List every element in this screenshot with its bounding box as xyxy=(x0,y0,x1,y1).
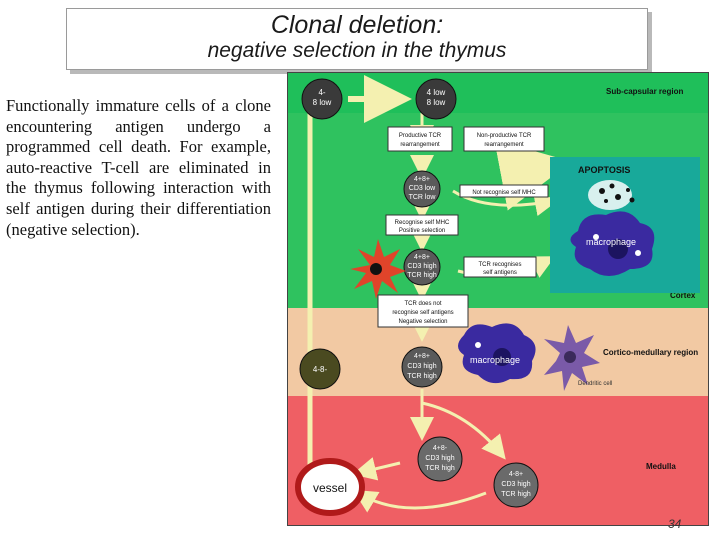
svg-text:TCR low: TCR low xyxy=(409,194,437,201)
dendritic-cell-icon xyxy=(350,239,406,299)
apoptotic-cell-icon xyxy=(588,180,635,210)
svg-text:Positive selection: Positive selection xyxy=(399,228,445,234)
nonproductive-box: Non-productive TCR rearrangement xyxy=(463,126,545,152)
svg-text:recognise self antigens: recognise self antigens xyxy=(392,310,453,316)
cell-dn: 4-8- xyxy=(299,348,341,390)
apoptosis-label: APOPTOSIS xyxy=(578,165,630,175)
svg-text:TCR recognises: TCR recognises xyxy=(478,262,521,268)
cell-4low-8low: 4 low 8 low xyxy=(415,78,457,120)
svg-text:4-: 4- xyxy=(318,88,325,97)
cell-dp-cd3high-2: 4+8+ CD3 high TCR high xyxy=(401,346,443,388)
svg-text:self antigens: self antigens xyxy=(483,270,517,276)
cell-dp-cd3high: 4+8+ CD3 high TCR high xyxy=(403,248,441,286)
productive-box: Productive TCR rearrangement xyxy=(387,126,453,152)
recognise-mhc-box: Recognise self MHC Positive selection xyxy=(385,214,459,236)
svg-text:Negative selection: Negative selection xyxy=(398,319,447,325)
cortex-label: Cortex xyxy=(670,291,696,300)
cell-4minus-8low: 4- 8 low xyxy=(301,78,343,120)
svg-text:4+8+: 4+8+ xyxy=(414,353,430,360)
svg-text:4+8+: 4+8+ xyxy=(414,176,430,183)
not-recognise-box xyxy=(459,184,549,198)
macrophage-label-mid: macrophage xyxy=(470,355,520,365)
corticomedullary-label: Cortico-medullary region xyxy=(603,348,698,357)
thymus-diagram: Sub-capsular region Cortex Cortico-medul… xyxy=(287,72,709,526)
svg-text:TCR does not: TCR does not xyxy=(404,301,441,307)
slide-subtitle: negative selection in the thymus xyxy=(207,39,507,62)
cell-cd8-single-positive: 4-8+ CD3 high TCR high xyxy=(493,462,539,508)
thymus-diagram-svg: Sub-capsular region Cortex Cortico-medul… xyxy=(288,73,708,525)
vessel-icon: vessel xyxy=(295,458,365,516)
svg-text:CD3 high: CD3 high xyxy=(407,263,436,270)
not-recognise-label: Not recognise self MHC xyxy=(472,190,536,196)
svg-text:TCR high: TCR high xyxy=(407,373,437,380)
svg-text:rearrangement: rearrangement xyxy=(484,142,524,148)
svg-text:CD3 low: CD3 low xyxy=(409,185,436,192)
subcapsular-label: Sub-capsular region xyxy=(606,87,683,96)
tcr-recognises-box: TCR recognises self antigens xyxy=(463,256,537,278)
macrophage-icon-top xyxy=(570,211,655,276)
svg-text:TCR high: TCR high xyxy=(407,272,437,279)
svg-text:8 low: 8 low xyxy=(427,98,446,107)
dendritic-cell-purple-icon xyxy=(544,325,600,391)
cell-cd4-single-positive: 4+8- CD3 high TCR high xyxy=(417,436,463,482)
svg-text:Productive TCR: Productive TCR xyxy=(399,133,442,139)
title-box: Clonal deletion: negative selection in t… xyxy=(66,8,648,70)
svg-text:CD3 high: CD3 high xyxy=(407,363,436,370)
tcr-not-recognise-box: TCR does not recognise self antigens Neg… xyxy=(377,294,469,328)
svg-text:Non-productive TCR: Non-productive TCR xyxy=(477,133,532,139)
slide-title: Clonal deletion: xyxy=(270,11,444,39)
svg-text:rearrangement: rearrangement xyxy=(400,142,440,148)
vessel-arrow-left xyxy=(352,457,401,481)
split-arrow-right xyxy=(421,401,506,460)
svg-text:8 low: 8 low xyxy=(313,98,332,107)
svg-text:4-8+: 4-8+ xyxy=(509,471,523,478)
svg-text:4+8+: 4+8+ xyxy=(414,254,430,261)
cell-dp-cd3low: 4+8+ CD3 low TCR low xyxy=(403,170,441,208)
svg-text:4+8-: 4+8- xyxy=(433,445,448,452)
svg-text:CD3 high: CD3 high xyxy=(501,481,530,488)
medulla-label: Medulla xyxy=(646,462,676,471)
body-text: Functionally immature cells of a clone e… xyxy=(6,96,271,239)
slide-number: 34 xyxy=(668,517,682,531)
subcapsular-region xyxy=(288,73,708,113)
svg-text:TCR high: TCR high xyxy=(425,465,455,472)
svg-text:CD3 high: CD3 high xyxy=(425,455,454,462)
dendritic-label: Dendritic cell xyxy=(578,381,612,387)
svg-text:4-8-: 4-8- xyxy=(313,365,328,374)
svg-text:vessel: vessel xyxy=(313,481,347,495)
svg-text:Recognise self MHC: Recognise self MHC xyxy=(395,220,450,226)
macrophage-icon-mid xyxy=(458,323,536,384)
svg-text:4 low: 4 low xyxy=(427,88,446,97)
macrophage-label-top: macrophage xyxy=(586,237,636,247)
vessel-arrow-right xyxy=(352,489,487,513)
svg-text:TCR high: TCR high xyxy=(501,491,531,498)
